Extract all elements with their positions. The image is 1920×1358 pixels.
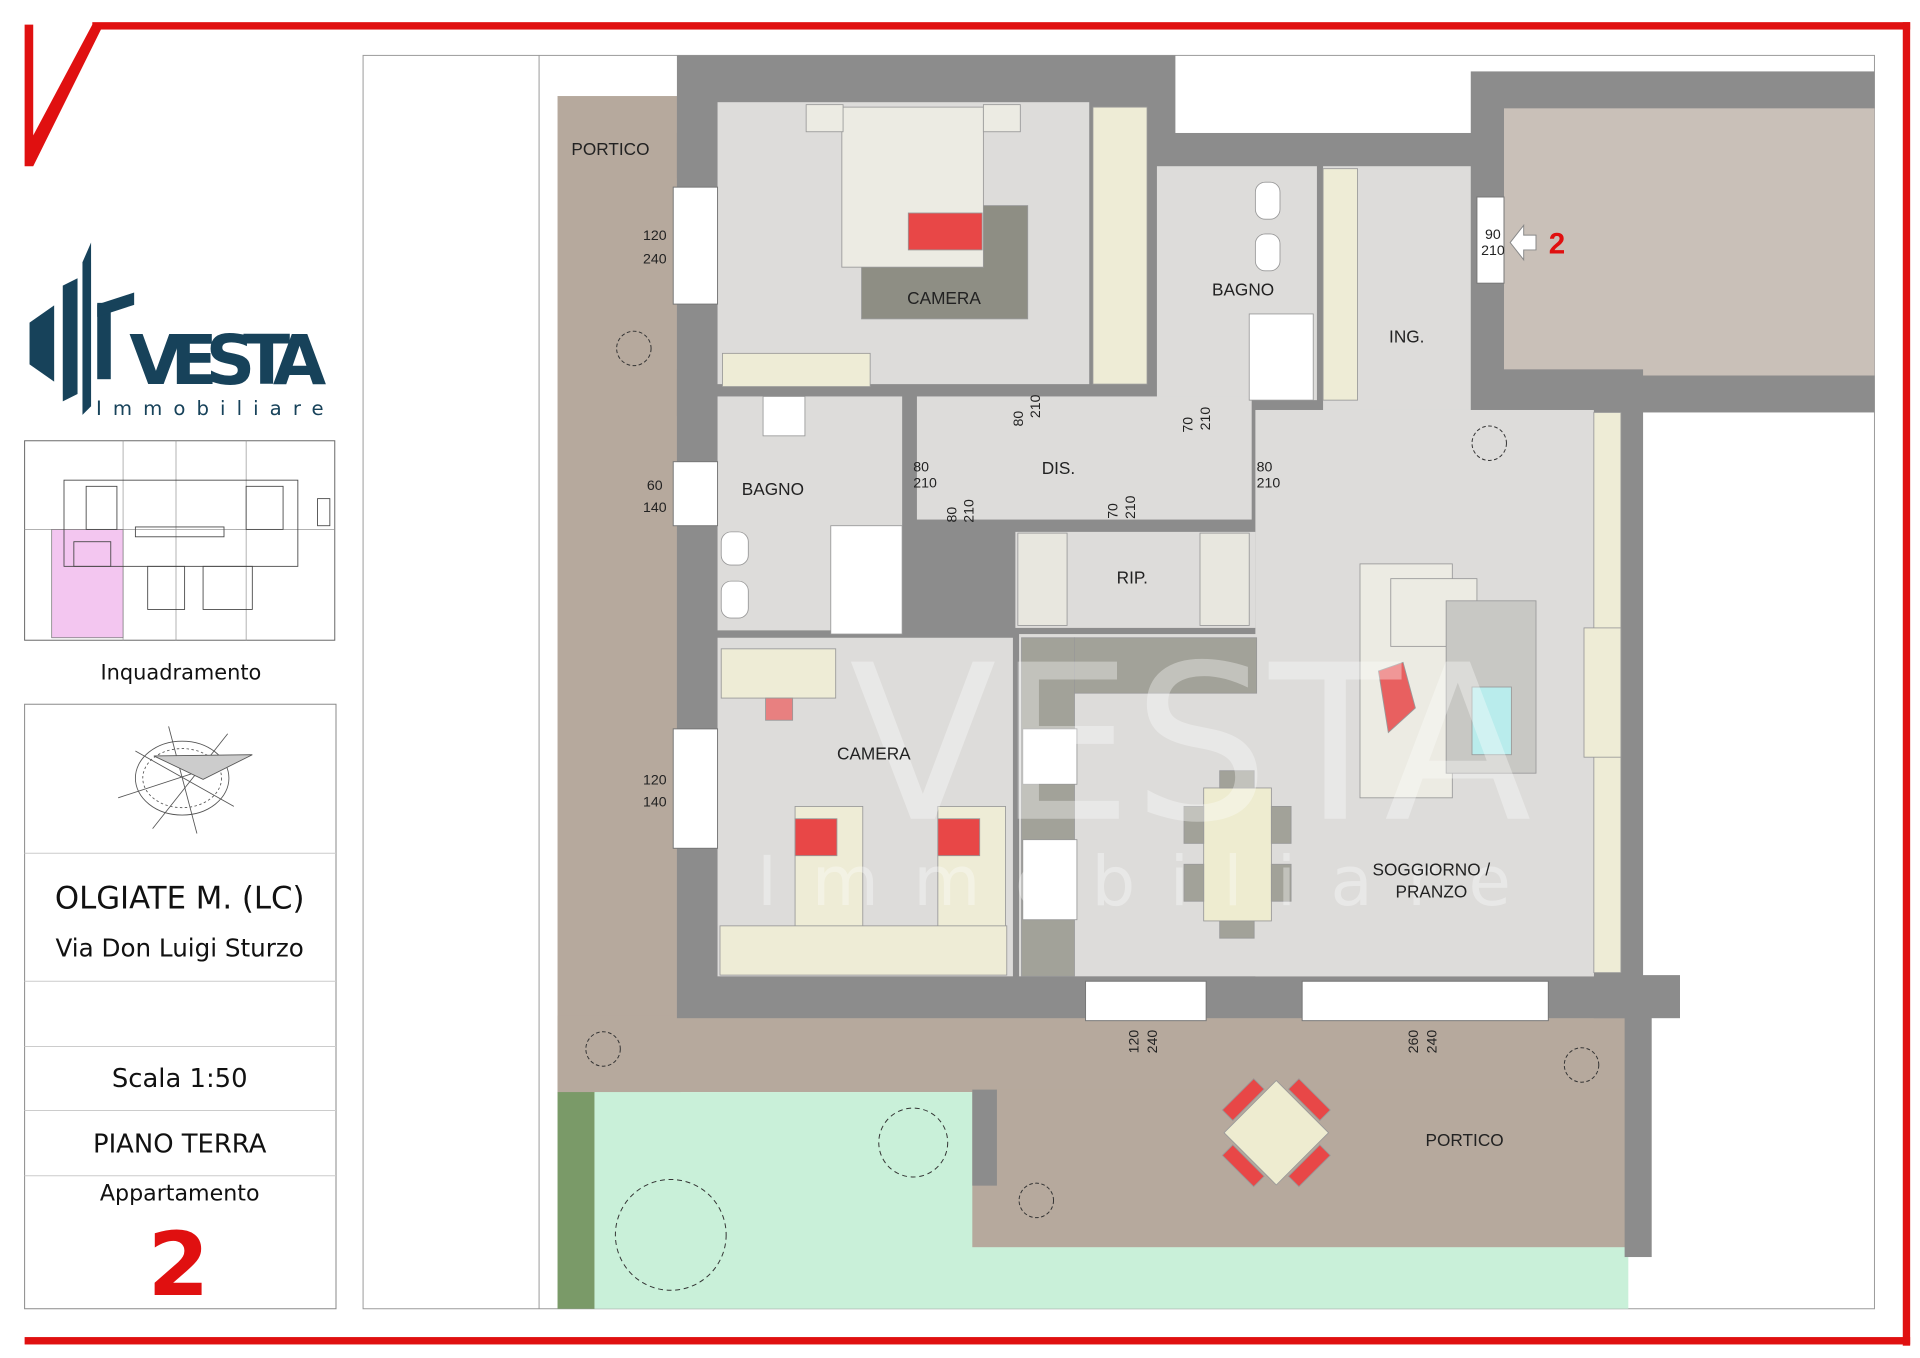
dim-height: 140 bbox=[643, 499, 667, 515]
red-frame bbox=[24, 22, 1911, 1346]
dim-width: 70 bbox=[1105, 503, 1121, 519]
address: Via Don Luigi Sturzo bbox=[56, 934, 304, 963]
room-label-camera-2: CAMERA bbox=[837, 744, 911, 764]
watermark-brand: VESTA bbox=[849, 619, 1531, 870]
floor-plan: VESTA Immobiliare PORTICO CAMERA BAGNO I… bbox=[538, 55, 1875, 1309]
apartment-highlight bbox=[51, 529, 124, 639]
entrance-marker: 2 bbox=[1549, 228, 1565, 261]
dim-height: 240 bbox=[1423, 1030, 1439, 1054]
dim-height: 210 bbox=[1481, 242, 1505, 258]
watermark: VESTA Immobiliare bbox=[757, 619, 1545, 922]
dim-width: 90 bbox=[1485, 226, 1501, 242]
vesta-logo: VESTA Immobiliare bbox=[29, 242, 330, 420]
dim-height: 210 bbox=[1122, 495, 1138, 519]
entrance-arrow-icon bbox=[1509, 223, 1537, 262]
scale: Scala 1:50 bbox=[112, 1064, 248, 1094]
dim-width: 120 bbox=[1125, 1030, 1141, 1054]
dim-width: 120 bbox=[643, 227, 667, 243]
dim-height: 210 bbox=[961, 499, 977, 523]
logo-subtitle: Immobiliare bbox=[96, 397, 330, 420]
room-label-bagno: BAGNO bbox=[1212, 279, 1274, 299]
context-map-label: Inquadramento bbox=[100, 661, 261, 685]
opening-dimensions: 120 240 60 140 120 140 80 210 70 210 80 … bbox=[643, 226, 1505, 1054]
dim-height: 240 bbox=[643, 250, 667, 266]
portico-left bbox=[557, 96, 681, 1094]
apartment-label: Appartamento bbox=[100, 1180, 260, 1206]
dim-width: 120 bbox=[643, 771, 667, 787]
room-label-soggiorno: SOGGIORNO / bbox=[1373, 859, 1491, 879]
info-table: OLGIATE M. (LC) Via Don Luigi Sturzo Sca… bbox=[24, 703, 337, 1316]
room-label-portico-2: PORTICO bbox=[1426, 1130, 1504, 1150]
dim-height: 240 bbox=[1144, 1030, 1160, 1054]
furniture bbox=[719, 104, 1622, 1188]
apartment-number: 2 bbox=[148, 1213, 210, 1316]
room-label-disimpegno: DIS. bbox=[1042, 458, 1075, 478]
room-label-ingresso: ING. bbox=[1389, 326, 1424, 346]
dim-width: 80 bbox=[943, 507, 959, 523]
portico-bottom bbox=[557, 1015, 1629, 1093]
dim-height: 210 bbox=[913, 475, 937, 491]
logo-brand: VESTA bbox=[129, 321, 326, 401]
dim-width: 80 bbox=[1257, 459, 1273, 475]
dim-width: 60 bbox=[647, 477, 663, 493]
plant-icons bbox=[585, 330, 1600, 1291]
context-map: Inquadramento bbox=[24, 440, 336, 685]
dim-height: 140 bbox=[643, 793, 667, 809]
room-label-portico: PORTICO bbox=[571, 139, 649, 159]
location: OLGIATE M. (LC) bbox=[55, 881, 305, 917]
room-label-ripostiglio: RIP. bbox=[1117, 568, 1148, 588]
dim-width: 70 bbox=[1180, 417, 1196, 433]
north-arrow-icon bbox=[118, 726, 253, 834]
dim-width: 80 bbox=[1010, 411, 1026, 427]
room-label-camera: CAMERA bbox=[907, 288, 981, 308]
dim-height: 210 bbox=[1257, 475, 1281, 491]
room-label-bagno-2: BAGNO bbox=[742, 479, 804, 499]
watermark-subtitle: Immobiliare bbox=[757, 842, 1545, 922]
dim-height: 210 bbox=[1197, 407, 1213, 431]
dim-width: 260 bbox=[1405, 1030, 1421, 1054]
room-label-pranzo: PRANZO bbox=[1396, 882, 1468, 902]
floor-level: PIANO TERRA bbox=[93, 1129, 267, 1159]
dim-height: 210 bbox=[1027, 394, 1043, 418]
dim-width: 80 bbox=[913, 459, 929, 475]
